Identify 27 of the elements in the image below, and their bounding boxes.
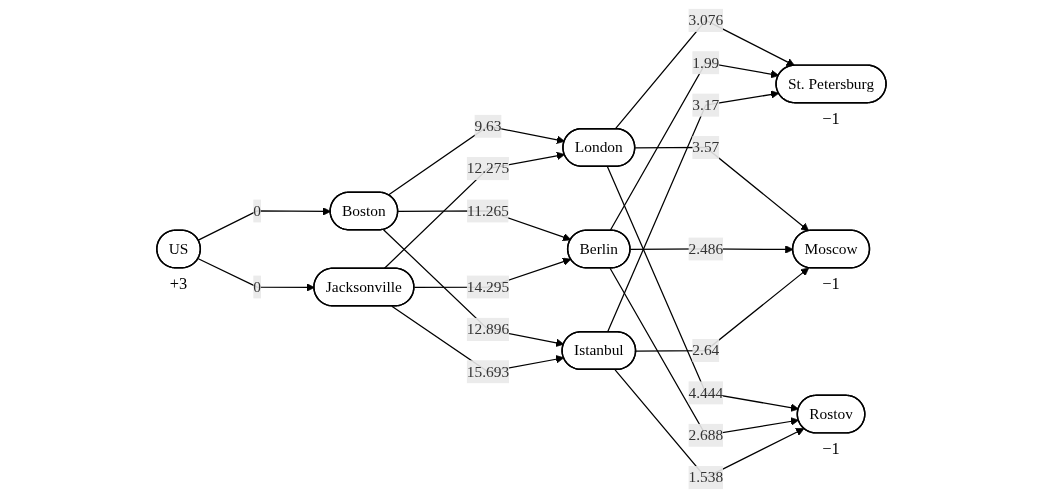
edge-label: 11.265 (466, 201, 509, 219)
arrow (609, 267, 799, 436)
edge-label: 3.57 (691, 138, 719, 155)
edge-label: 14.295 (466, 277, 509, 295)
edge-label: 12.275 (466, 159, 509, 176)
supply-value: −1 (821, 273, 840, 293)
edge-label: 1.99 (691, 53, 719, 70)
edge-label: 15.693 (466, 362, 509, 379)
edge-label: 9.63 (474, 117, 502, 134)
arrow (606, 89, 779, 333)
supply-value: −1 (821, 108, 840, 128)
arrow (382, 228, 564, 347)
edge-label: 2.486 (688, 239, 723, 257)
edge-label: 4.444 (688, 383, 723, 401)
edge-label: 0 (252, 201, 261, 219)
supply-value: −1 (821, 438, 840, 458)
arrow (387, 125, 565, 196)
arrow (383, 151, 565, 269)
supply-value: +3 (169, 273, 187, 293)
arrow (606, 165, 799, 412)
edge-label: 12.896 (466, 320, 509, 337)
edge-label: 0 (252, 277, 261, 295)
edge-label: 2.64 (691, 341, 719, 358)
edge-label: 1.538 (688, 468, 723, 485)
edge-label: 3.076 (688, 11, 723, 28)
edge-label: 3.17 (691, 95, 719, 113)
edge-label: 2.688 (688, 426, 723, 443)
